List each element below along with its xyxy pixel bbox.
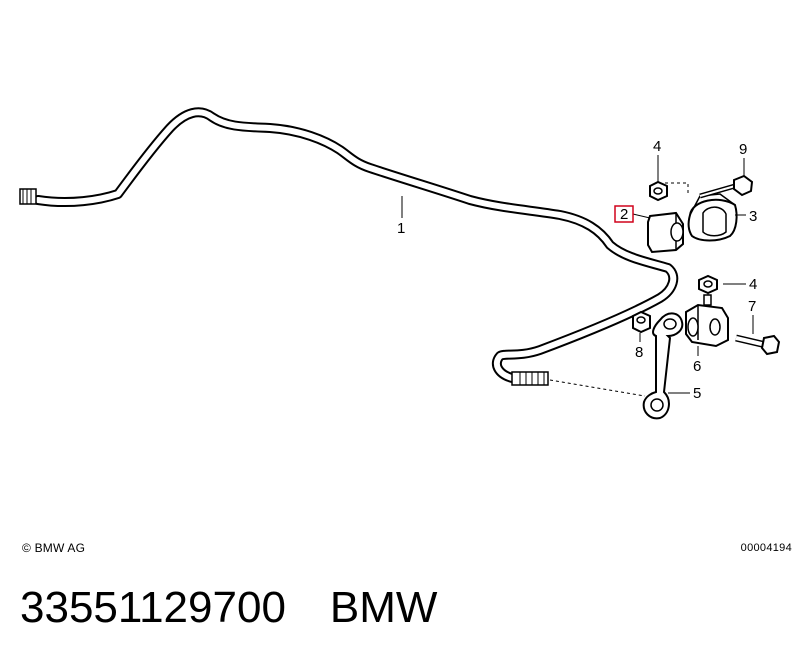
- mount-block: [685, 294, 729, 348]
- callout-5: 5: [693, 385, 701, 402]
- stabilizer-bar: [19, 107, 679, 386]
- assembly-dash-line: [549, 379, 646, 397]
- callout-8: 8: [635, 344, 643, 361]
- rubber-mount: [647, 211, 684, 254]
- nut-link: [632, 310, 651, 334]
- copyright-label: © BMW AG: [22, 541, 86, 555]
- assembly-dash-line-upper: [665, 182, 689, 195]
- callout-4-upper: 4: [653, 138, 661, 155]
- callout-3: 3: [749, 208, 757, 225]
- callout-6: 6: [693, 358, 701, 375]
- diagram-id: 00004194: [740, 542, 792, 554]
- nut-lower: [698, 274, 718, 295]
- left-thread-end: [19, 188, 37, 205]
- nut-upper: [649, 180, 668, 202]
- bracket: [687, 193, 738, 242]
- part-number: 33551129700: [20, 583, 286, 632]
- brand-label: BMW: [329, 583, 438, 632]
- bolt-lower: [735, 334, 781, 356]
- callout-1: 1: [397, 220, 405, 237]
- callout-4-lower: 4: [749, 276, 757, 293]
- parts-diagram: 1 2 3 4 9 4 7 8 6 5: [19, 107, 781, 420]
- footer: 33551129700 BMW: [20, 583, 437, 633]
- callout-9: 9: [739, 141, 747, 158]
- callout-2-highlight[interactable]: [614, 205, 634, 223]
- callout-2[interactable]: 2: [620, 206, 628, 223]
- stabilizer-link: [642, 312, 684, 420]
- callout-7: 7: [748, 298, 756, 315]
- leader-lines: [401, 155, 754, 394]
- bolt-upper: [699, 174, 754, 199]
- right-thread-end: [511, 371, 549, 386]
